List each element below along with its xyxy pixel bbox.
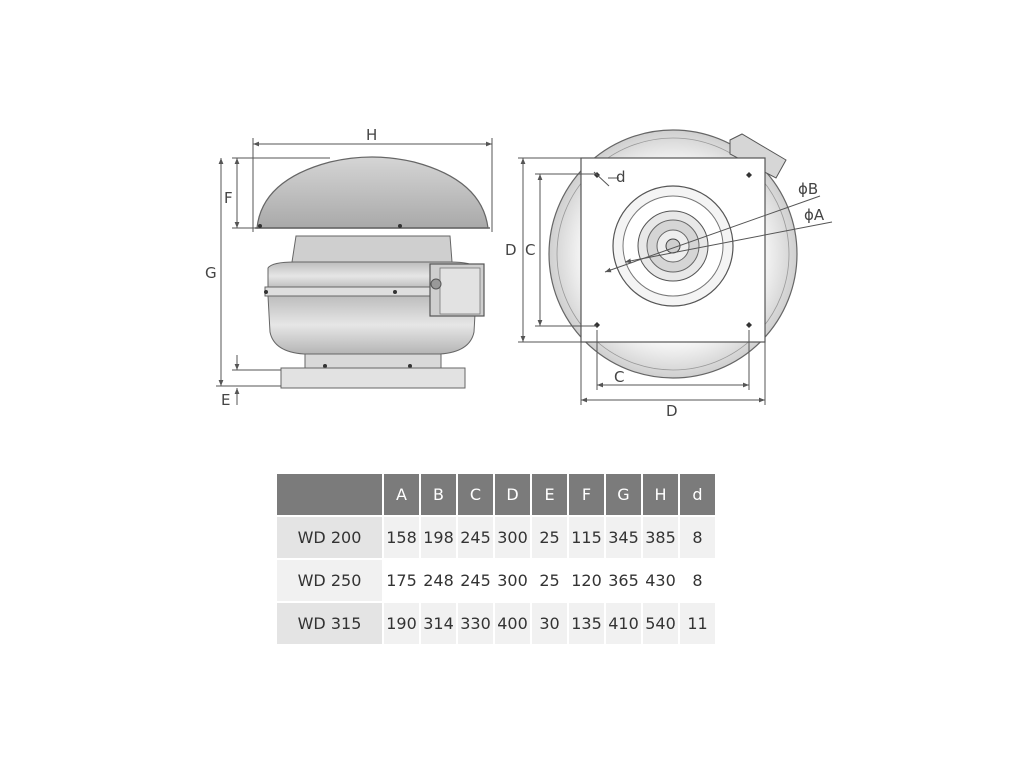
side-view: H F G E: [205, 126, 493, 409]
table-cell: 25: [530, 558, 569, 603]
model-name: WD 315: [275, 601, 384, 646]
table-header-row: A B C D E F G H d: [275, 472, 717, 517]
base-plate: [280, 367, 466, 389]
column-header: F: [567, 472, 606, 517]
dimensions-table-wrap: A B C D E F G H d WD 200 158 198 245 300…: [275, 472, 717, 646]
label-phi-A: ϕA: [804, 206, 825, 224]
table-cell: 345: [604, 515, 643, 560]
column-header: B: [419, 472, 458, 517]
label-d: d: [616, 168, 626, 186]
table-cell: 400: [493, 601, 532, 646]
dimension-lines-top: [518, 157, 833, 405]
table-cell: 11: [678, 601, 717, 646]
table-cell: 8: [678, 558, 717, 603]
label-D-horizontal: D: [666, 402, 678, 420]
label-F: F: [224, 189, 233, 207]
table-cell: 175: [382, 558, 421, 603]
label-C-horizontal: C: [614, 368, 624, 386]
table-cell: 314: [419, 601, 458, 646]
table-cell: 300: [493, 558, 532, 603]
table-corner-cell: [275, 472, 384, 517]
table-cell: 540: [641, 601, 680, 646]
table-row: WD 250 175 248 245 300 25 120 365 430 8: [275, 558, 717, 603]
table-cell: 385: [641, 515, 680, 560]
fan-hood: [256, 156, 489, 229]
column-header: d: [678, 472, 717, 517]
column-header: D: [493, 472, 532, 517]
table-cell: 135: [567, 601, 606, 646]
column-header: E: [530, 472, 569, 517]
top-view: d ϕB ϕA D C C D: [505, 129, 833, 420]
column-header: H: [641, 472, 680, 517]
terminal-box-top: [729, 133, 787, 179]
table-row: WD 200 158 198 245 300 25 115 345 385 8: [275, 515, 717, 560]
table-cell: 198: [419, 515, 458, 560]
column-header: G: [604, 472, 643, 517]
dimensions-table: A B C D E F G H d WD 200 158 198 245 300…: [275, 472, 717, 646]
table-cell: 410: [604, 601, 643, 646]
table-cell: 365: [604, 558, 643, 603]
model-name: WD 200: [275, 515, 384, 560]
table-cell: 245: [456, 515, 495, 560]
fan-neck: [291, 235, 453, 263]
table-cell: 330: [456, 601, 495, 646]
label-H: H: [366, 126, 377, 144]
table-cell: 248: [419, 558, 458, 603]
table-cell: 8: [678, 515, 717, 560]
table-cell: 25: [530, 515, 569, 560]
table-cell: 120: [567, 558, 606, 603]
column-header: A: [382, 472, 421, 517]
table-cell: 115: [567, 515, 606, 560]
label-E: E: [221, 391, 230, 409]
technical-drawing: H F G E: [205, 126, 833, 420]
model-name: WD 250: [275, 558, 384, 603]
column-header: C: [456, 472, 495, 517]
table-cell: 30: [530, 601, 569, 646]
table-cell: 158: [382, 515, 421, 560]
label-phi-B: ϕB: [798, 180, 818, 198]
dimension-lines-side: [216, 138, 493, 405]
label-D-vertical: D: [505, 241, 517, 259]
table-cell: 300: [493, 515, 532, 560]
table-cell: 245: [456, 558, 495, 603]
label-C-vertical: C: [525, 241, 535, 259]
table-row: WD 315 190 314 330 400 30 135 410 540 11: [275, 601, 717, 646]
table-cell: 430: [641, 558, 680, 603]
label-G: G: [205, 264, 217, 282]
table-cell: 190: [382, 601, 421, 646]
